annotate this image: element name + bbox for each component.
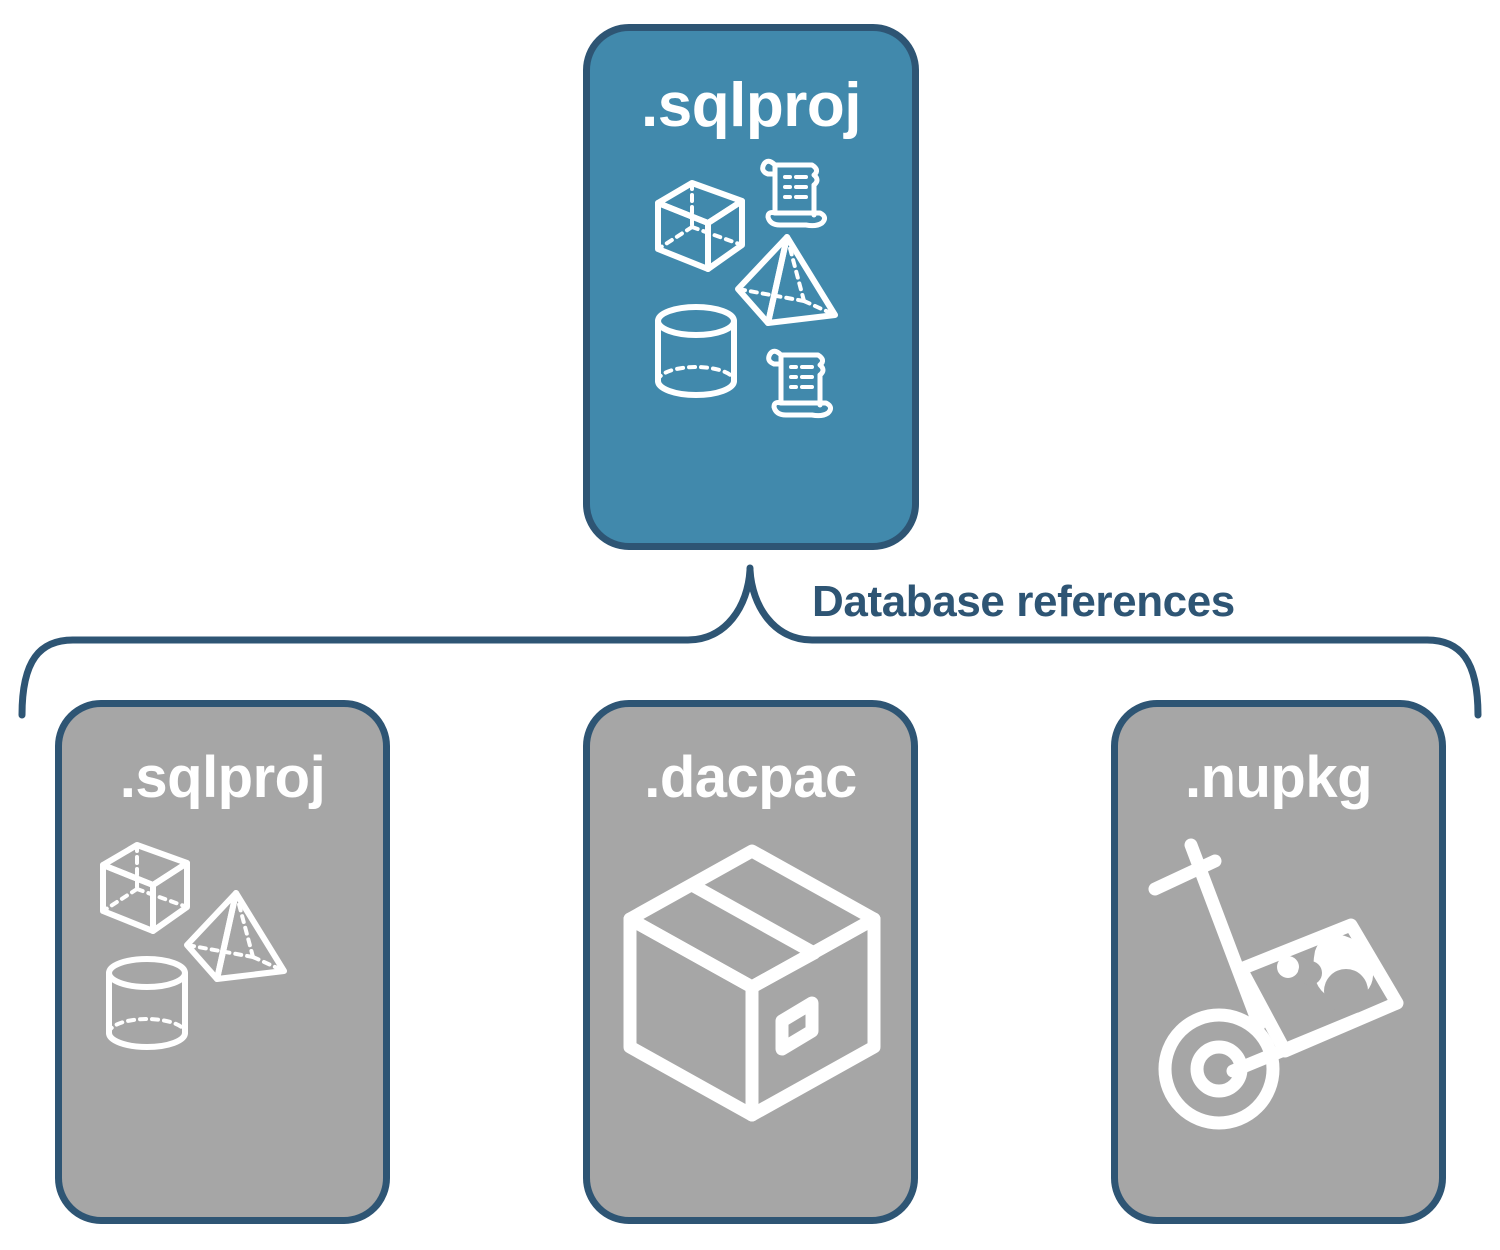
- pyramid-wireframe-icon: [183, 890, 287, 982]
- pyramid-wireframe-icon: [735, 234, 838, 326]
- hand-truck-package-icon: [1148, 838, 1403, 1130]
- brace-connector: [18, 564, 1482, 719]
- scroll-script-icon: [760, 158, 828, 229]
- node-label-sqlproj: .sqlproj: [119, 745, 326, 810]
- cylinder-wireframe-icon: [655, 304, 737, 398]
- node-card-sqlproj[interactable]: .sqlproj: [55, 700, 390, 1224]
- node-card-root-sqlproj[interactable]: .sqlproj: [583, 24, 919, 550]
- cube-wireframe-icon: [655, 180, 745, 272]
- node-card-dacpac[interactable]: .dacpac: [583, 700, 918, 1224]
- cylinder-wireframe-icon: [105, 956, 188, 1050]
- root-icon-group: [636, 153, 866, 433]
- shipping-box-icon: [623, 844, 880, 1122]
- scroll-script-icon: [766, 348, 834, 419]
- node-label-nupkg: .nupkg: [1184, 745, 1373, 810]
- node-label-root-sqlproj: .sqlproj: [641, 71, 861, 140]
- connector-label-database-references: Database references: [812, 577, 1235, 626]
- node-label-dacpac: .dacpac: [644, 745, 857, 810]
- node-card-nupkg[interactable]: .nupkg: [1111, 700, 1446, 1224]
- sqlproj-icon-group: [73, 825, 373, 1165]
- cube-wireframe-icon: [99, 842, 190, 934]
- dacpac-icon-group: [601, 825, 901, 1165]
- nupkg-icon-group: [1129, 825, 1429, 1165]
